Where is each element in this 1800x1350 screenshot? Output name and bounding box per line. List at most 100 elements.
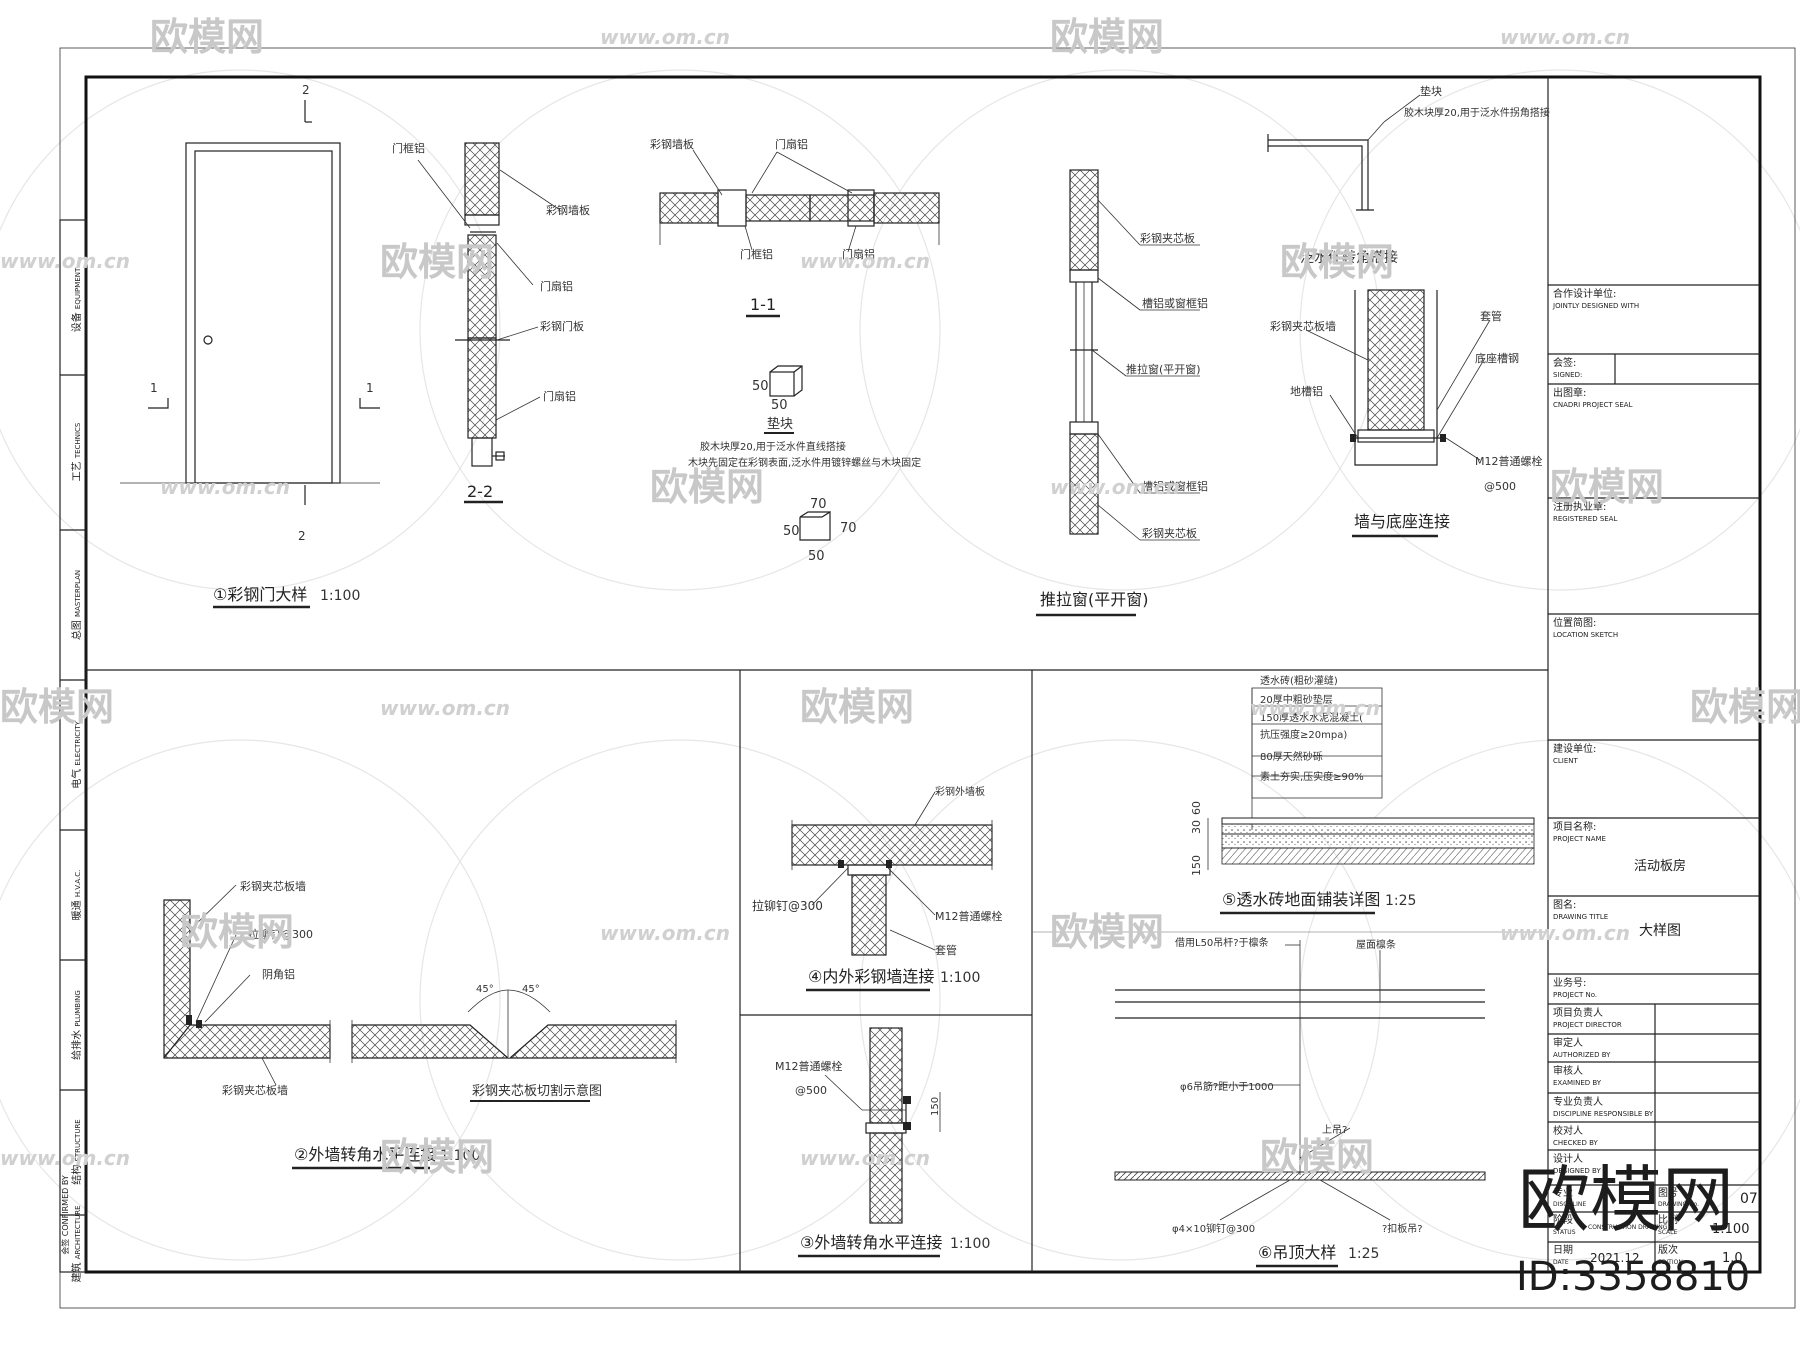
tb-role-authorized-cn: 审定人 bbox=[1553, 1036, 1583, 1049]
tb-role-authorized-en: AUTHORIZED BY bbox=[1553, 1051, 1611, 1059]
ext-corner-title: ②外墙转角水平连接 bbox=[294, 1145, 436, 1164]
tb-signed-en: SIGNED: bbox=[1553, 371, 1582, 379]
inner-title: ④内外彩钢墙连接 bbox=[808, 967, 934, 986]
tb-drawing-title-value: 大样图 bbox=[1639, 923, 1681, 939]
paving-title: ⑤透水砖地面铺装详图 bbox=[1222, 890, 1380, 909]
title-block: 合作设计单位: JOINTLY DESIGNED WITH 会签: SIGNED… bbox=[1547, 77, 1760, 1272]
id-label: ID:3358810 bbox=[1516, 1254, 1750, 1300]
watermark-brand: 欧模网 bbox=[1550, 465, 1664, 509]
ceiling-title: ⑥吊顶大样 bbox=[1258, 1243, 1336, 1262]
tb-role-designed-cn: 设计人 bbox=[1553, 1152, 1583, 1165]
ceil-label-2: 屋面檩条 bbox=[1356, 938, 1396, 951]
pad-detail: 50 50 垫块 胶木块厚20,用于泛水件直线搭接 木块先固定在彩钢表面,泛水件… bbox=[688, 365, 921, 564]
inner-scale: 1:100 bbox=[940, 970, 980, 986]
base-label-groove: 地槽铝 bbox=[1290, 384, 1323, 398]
watermark-url: www.om.cn bbox=[0, 1146, 130, 1170]
corner-dim-top: 70 bbox=[810, 497, 827, 512]
base-label-wall: 彩钢夹芯板墙 bbox=[1270, 319, 1336, 333]
watermark-url: www.om.cn bbox=[800, 249, 930, 273]
pad-note-2: 木块先固定在彩钢表面,泛水件用镀锌螺丝与木块固定 bbox=[688, 456, 921, 469]
tb-scale-cn: 比例 bbox=[1658, 1213, 1678, 1226]
win-label-5: 彩钢夹芯板 bbox=[1142, 526, 1197, 540]
brand-overlay: 欧模网 ID:3358810 bbox=[1516, 1158, 1750, 1300]
base-title: 墙与底座连接 bbox=[1354, 512, 1450, 531]
tb-date-cn: 日期 bbox=[1553, 1244, 1573, 1256]
win-label-2: 槽铝或窗框铝 bbox=[1142, 296, 1208, 310]
window-title: 推拉窗(平开窗) bbox=[1040, 590, 1149, 609]
door-knob bbox=[203, 335, 213, 345]
paving-dim-30: 30 bbox=[1190, 820, 1203, 834]
watermark-url: www.om.cn bbox=[600, 921, 730, 945]
win-label-1: 彩钢夹芯板 bbox=[1140, 231, 1195, 245]
watermark-brand: 欧模网 bbox=[1050, 15, 1164, 59]
paving-layer-2: 20厚中粗砂垫层 bbox=[1260, 693, 1333, 706]
paving-layer-3: 150厚透水水泥混凝土( bbox=[1260, 711, 1363, 724]
cut-detail: 45° 45° 彩钢夹芯板切割示意图 bbox=[351, 984, 677, 1102]
corner-pad-title: 垫块 bbox=[1420, 84, 1442, 98]
paving-layer-4: 抗压强度≥20mpa) bbox=[1260, 728, 1347, 741]
watermark-url: www.om.cn bbox=[600, 25, 730, 49]
tb-jointly-en: JOINTLY DESIGNED WITH bbox=[1552, 302, 1639, 310]
paving-layer-6: 素土夯实,压实度≥90% bbox=[1260, 770, 1364, 783]
cut-angle-left: 45° bbox=[476, 984, 494, 995]
inner-label-rivet: 拉铆钉@300 bbox=[752, 898, 823, 913]
paving-layer-5: 80厚天然砂砾 bbox=[1260, 750, 1323, 763]
watermarks: 欧模网 www.om.cn 欧模网 www.om.cn 欧模网 www.om.c… bbox=[0, 15, 1800, 1179]
watermark-brand: 欧模网 bbox=[1280, 240, 1394, 284]
discipline-masterplan: 总图 bbox=[70, 620, 83, 640]
base-label-sleeve: 套管 bbox=[1480, 309, 1502, 323]
tb-jointly-cn: 合作设计单位: bbox=[1553, 287, 1616, 300]
watermark-brand: 欧模网 bbox=[1690, 685, 1800, 729]
tb-scale-value: 1:100 bbox=[1712, 1222, 1749, 1237]
left-strip-labels: 设备 EQUIPMENT 工艺 TECHNICS 总图 MASTERPLAN 电… bbox=[60, 267, 83, 1282]
tb-project-name-value: 活动板房 bbox=[1634, 858, 1686, 874]
tb-scale-en: SCALE bbox=[1658, 1229, 1677, 1236]
s11-title: 1-1 bbox=[750, 295, 776, 314]
corner-pad-note: 胶木块厚20,用于泛水件拐角搭接 bbox=[1404, 106, 1550, 119]
watermark-brand: 欧模网 bbox=[650, 465, 764, 509]
watermark-brand: 欧模网 bbox=[380, 1135, 494, 1179]
ext-corner3-scale: 1:100 bbox=[950, 1236, 990, 1252]
discipline-hvac: 暖通 bbox=[70, 900, 83, 920]
s11-label-leaf2: 门扇铝 bbox=[842, 247, 875, 261]
tb-drawing-title-cn: 图名: bbox=[1553, 898, 1576, 911]
tb-edition-en: EDITION bbox=[1658, 1259, 1683, 1266]
tb-location-cn: 位置简图: bbox=[1553, 616, 1596, 629]
ceiling-detail: 借用L50吊杆?于檩条 屋面檩条 φ6吊筋?距小于1000 上吊? φ4×10铆… bbox=[1114, 936, 1486, 1268]
corner-pad-label: 泛水件转角搭接 bbox=[1300, 249, 1398, 266]
tb-role-director-cn: 项目负责人 bbox=[1553, 1006, 1603, 1019]
s11-label-leaf: 门扇铝 bbox=[775, 137, 808, 151]
discipline-electricity: 电气 bbox=[70, 769, 83, 789]
door-title: ①彩钢门大样 bbox=[213, 585, 307, 604]
watermark-url: www.om.cn bbox=[1500, 921, 1630, 945]
paving-scale: 1:25 bbox=[1385, 893, 1416, 909]
ceil-label-3: φ6吊筋?距小于1000 bbox=[1180, 1080, 1274, 1093]
tb-drawing-no-en: DRAWING No. bbox=[1658, 1201, 1699, 1208]
base-label-bolt: M12普通螺栓 bbox=[1475, 454, 1543, 468]
tb-status-cn: 阶段 bbox=[1553, 1213, 1573, 1226]
c3-label-bolt: M12普通螺栓 bbox=[775, 1059, 843, 1073]
win-label-4: 槽铝或窗框铝 bbox=[1142, 479, 1208, 493]
watermark-brand: 欧模网 bbox=[380, 240, 494, 284]
tb-location-en: LOCATION SKETCH bbox=[1553, 631, 1618, 639]
left-strip bbox=[59, 219, 87, 1273]
base-detail: 彩钢夹芯板墙 套管 底座槽钢 地槽铝 M12普通螺栓 @500 墙与底座连接 bbox=[1270, 289, 1543, 538]
discipline-equipment: 设备 bbox=[70, 312, 83, 332]
tb-project-name-en: PROJECT NAME bbox=[1553, 835, 1606, 843]
tb-role-checked-en: CHECKED BY bbox=[1553, 1139, 1599, 1147]
ext-corner-detail: 彩钢夹芯板墙 拉铆钉@300 阴角铝 彩钢夹芯板墙 ②外墙转角水平连接 1:10… bbox=[163, 879, 480, 1170]
big-brand-mark: 欧模网 bbox=[1518, 1158, 1734, 1242]
door-mark-left: 1 bbox=[150, 381, 158, 395]
c3-label-spacing: @500 bbox=[795, 1084, 827, 1097]
paving-dim-60: 60 bbox=[1190, 801, 1203, 815]
tb-role-examined-en: EXAMINED BY bbox=[1553, 1079, 1602, 1087]
watermark-url: www.om.cn bbox=[1250, 696, 1380, 720]
ceil-label-6: ?扣板吊? bbox=[1382, 1222, 1423, 1235]
ceil-label-4: 上吊? bbox=[1322, 1124, 1347, 1136]
tb-role-discipline-en: DISCIPLINE RESPONSIBLE BY bbox=[1553, 1110, 1654, 1118]
win-label-3: 推拉窗(平开窗) bbox=[1126, 362, 1201, 376]
tb-edition-cn: 版次 bbox=[1658, 1243, 1678, 1256]
pad-note-1: 胶木块厚20,用于泛水件直线搭接 bbox=[700, 440, 846, 453]
ext-corner3-detail: M12普通螺栓 @500 150 ③外墙转角水平连接 1:100 bbox=[775, 1027, 990, 1258]
ext-label-wall: 彩钢夹芯板墙 bbox=[240, 879, 306, 893]
